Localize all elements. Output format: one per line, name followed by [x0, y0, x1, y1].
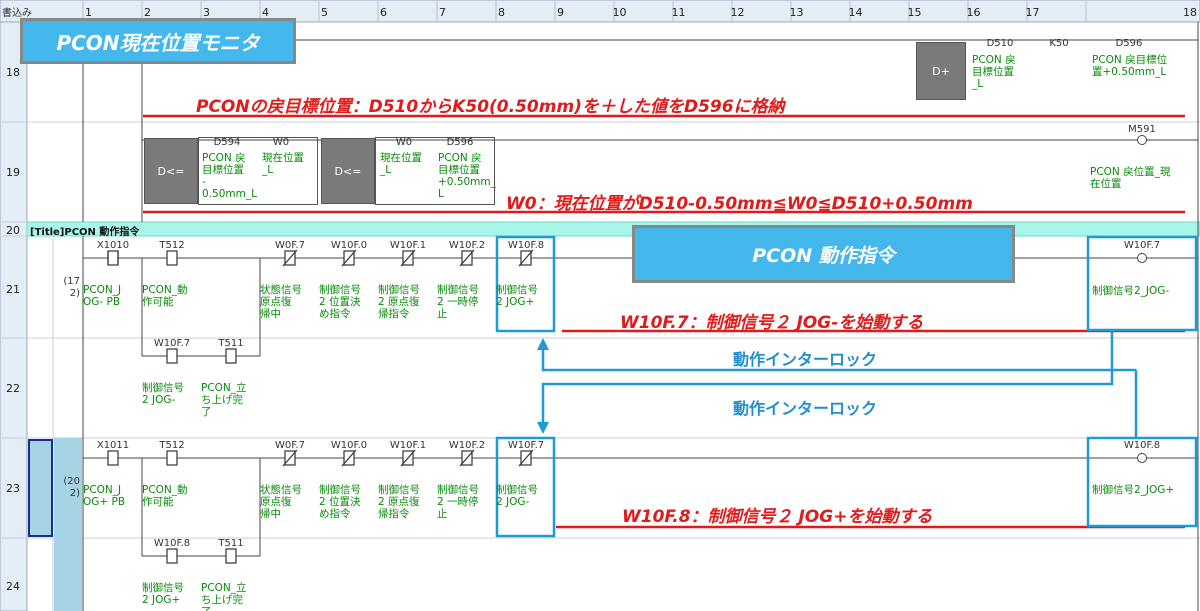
- rung22-contact-2[interactable]: T511: [218, 338, 244, 349]
- comment-d510: PCON 戻 目標位置 _L: [972, 54, 1016, 90]
- instruction-compare-2[interactable]: D<=: [321, 138, 375, 204]
- section-banner-operation-command: PCON 動作指令: [632, 225, 1015, 283]
- column-header-10: 10: [612, 6, 627, 19]
- compare-1-box: [198, 137, 318, 205]
- column-header-9: 9: [557, 6, 564, 19]
- row-number-21[interactable]: 21: [6, 283, 20, 296]
- comment-coil-w10f7: 制御信号2_JOG-: [1092, 285, 1170, 297]
- column-header-3: 3: [203, 6, 210, 19]
- rung23-contact-6[interactable]: W10F.2: [448, 440, 486, 451]
- instruction-dplus[interactable]: D+: [916, 42, 966, 100]
- instruction-compare-1[interactable]: D<=: [144, 138, 198, 204]
- rung21-contact-comment-7: 制御信号 2 JOG+: [496, 284, 538, 308]
- column-header-14: 14: [848, 6, 863, 19]
- row-number-20[interactable]: 20: [6, 224, 20, 237]
- column-header-16: 16: [966, 6, 981, 19]
- rung23-contact-1[interactable]: X1011: [96, 440, 130, 451]
- comment-w0-a: 現在位置 _L: [262, 152, 304, 176]
- rung21-contact-comment-1: PCON_J OG- PB: [83, 284, 122, 308]
- column-header-13: 13: [789, 6, 804, 19]
- column-header-7: 7: [439, 6, 446, 19]
- rung22-contact-1[interactable]: W10F.7: [153, 338, 191, 349]
- step-number-21: (17 2): [63, 276, 80, 299]
- column-header-17: 17: [1025, 6, 1040, 19]
- operand-d594[interactable]: D594: [213, 137, 241, 148]
- column-header-4: 4: [262, 6, 269, 19]
- rung23-contact-comment-3: 状態信号 原点復 帰中: [260, 484, 302, 520]
- operand-d510[interactable]: D510: [986, 38, 1014, 49]
- rung21-contact-comment-2: PCON_動 作可能: [142, 284, 188, 308]
- row-number-24[interactable]: 24: [6, 580, 20, 593]
- header-corner-label: 書込み: [2, 8, 32, 19]
- row-number-23[interactable]: 23: [6, 482, 20, 495]
- comment-coil-w10f8: 制御信号2_JOG+: [1092, 484, 1175, 496]
- column-header-5: 5: [321, 6, 328, 19]
- rung21-contact-6[interactable]: W10F.2: [448, 240, 486, 251]
- annotation-row21: W10F.7：制御信号２ JOG-を始動する: [620, 313, 924, 333]
- rung23-contact-7[interactable]: W10F.7: [507, 440, 545, 451]
- comment-d596-b: PCON 戻 目標位置 +0.50mm_ L: [438, 152, 496, 200]
- rung23-contact-comment-7: 制御信号 2 JOG-: [496, 484, 538, 508]
- rung22-contact-comment-1: 制御信号 2 JOG-: [142, 382, 184, 406]
- rung23-contact-comment-1: PCON_J OG+ PB: [83, 484, 126, 508]
- column-header-15: 15: [907, 6, 922, 19]
- column-header-2: 2: [144, 6, 151, 19]
- annotation-row23: W10F.8：制御信号２ JOG+を始動する: [622, 507, 933, 527]
- title-row-label: [Title]PCON 動作指令: [30, 227, 140, 238]
- annotation-interlock-1: 動作インターロック: [733, 350, 878, 369]
- operand-d596[interactable]: D596: [1115, 38, 1143, 49]
- rung21-contact-1[interactable]: X1010: [96, 240, 130, 251]
- step-number-23: (20 2): [63, 476, 80, 499]
- column-header-8: 8: [498, 6, 505, 19]
- rung21-contact-comment-4: 制御信号 2 位置決 め指令: [319, 284, 361, 320]
- annotation-row19: W0：現在位置がD510-0.50mm≦W0≦D510+0.50mm: [506, 194, 973, 214]
- comment-d594: PCON 戻 目標位置 - 0.50mm_L: [202, 152, 257, 200]
- operand-w0-b[interactable]: W0: [395, 137, 413, 148]
- rung21-contact-3[interactable]: W0F.7: [275, 240, 305, 251]
- row-number-19[interactable]: 19: [6, 166, 20, 179]
- comment-d596: PCON 戻目標位 置+0.50mm_L: [1092, 54, 1168, 78]
- rung21-contact-comment-5: 制御信号 2 原点復 帰指令: [378, 284, 420, 320]
- rung23-contact-5[interactable]: W10F.1: [389, 440, 427, 451]
- section-banner-position-monitor: PCON現在位置モニタ: [20, 18, 296, 64]
- column-header-11: 11: [671, 6, 686, 19]
- column-header-1: 1: [85, 6, 92, 19]
- compare-2-box: [375, 137, 495, 205]
- row-number-18[interactable]: 18: [6, 66, 20, 79]
- rung24-contact-comment-2: PCON_立 ち上げ完 了: [201, 582, 247, 611]
- rung23-contact-comment-4: 制御信号 2 位置決 め指令: [319, 484, 361, 520]
- operand-w0-a[interactable]: W0: [272, 137, 290, 148]
- column-header-6: 6: [380, 6, 387, 19]
- annotation-row18: PCONの戻目標位置：D510からK50(0.50mm)を＋した値をD596に格…: [196, 97, 785, 117]
- rung23-contact-comment-6: 制御信号 2 一時停 止: [437, 484, 479, 520]
- rung21-contact-5[interactable]: W10F.1: [389, 240, 427, 251]
- operand-d596-b[interactable]: D596: [446, 137, 474, 148]
- rung23-contact-4[interactable]: W10F.0: [330, 440, 368, 451]
- rung23-contact-2[interactable]: T512: [159, 440, 185, 451]
- comment-m591: PCON 戻位置_現 在位置: [1090, 166, 1171, 190]
- rung21-contact-7[interactable]: W10F.8: [507, 240, 545, 251]
- comment-w0-b: 現在位置 _L: [380, 152, 422, 176]
- rung23-contact-comment-5: 制御信号 2 原点復 帰指令: [378, 484, 420, 520]
- rung21-contact-comment-3: 状態信号 原点復 帰中: [260, 284, 302, 320]
- rung23-contact-3[interactable]: W0F.7: [275, 440, 305, 451]
- coil-w10f8[interactable]: W10F.8: [1123, 440, 1161, 451]
- operand-k50[interactable]: K50: [1049, 38, 1069, 49]
- rung21-contact-comment-6: 制御信号 2 一時停 止: [437, 284, 479, 320]
- rung22-contact-comment-2: PCON_立 ち上げ完 了: [201, 382, 247, 418]
- rung24-contact-comment-1: 制御信号 2 JOG+: [142, 582, 184, 606]
- row-number-22[interactable]: 22: [6, 382, 20, 395]
- rung24-contact-1[interactable]: W10F.8: [153, 538, 191, 549]
- column-header-18: 18: [1183, 6, 1197, 19]
- rung21-contact-4[interactable]: W10F.0: [330, 240, 368, 251]
- column-header-12: 12: [730, 6, 745, 19]
- rung21-contact-2[interactable]: T512: [159, 240, 185, 251]
- coil-m591[interactable]: M591: [1128, 124, 1156, 135]
- rung24-contact-2[interactable]: T511: [218, 538, 244, 549]
- annotation-interlock-2: 動作インターロック: [733, 399, 878, 418]
- rung23-contact-comment-2: PCON_動 作可能: [142, 484, 188, 508]
- coil-w10f7[interactable]: W10F.7: [1123, 240, 1161, 251]
